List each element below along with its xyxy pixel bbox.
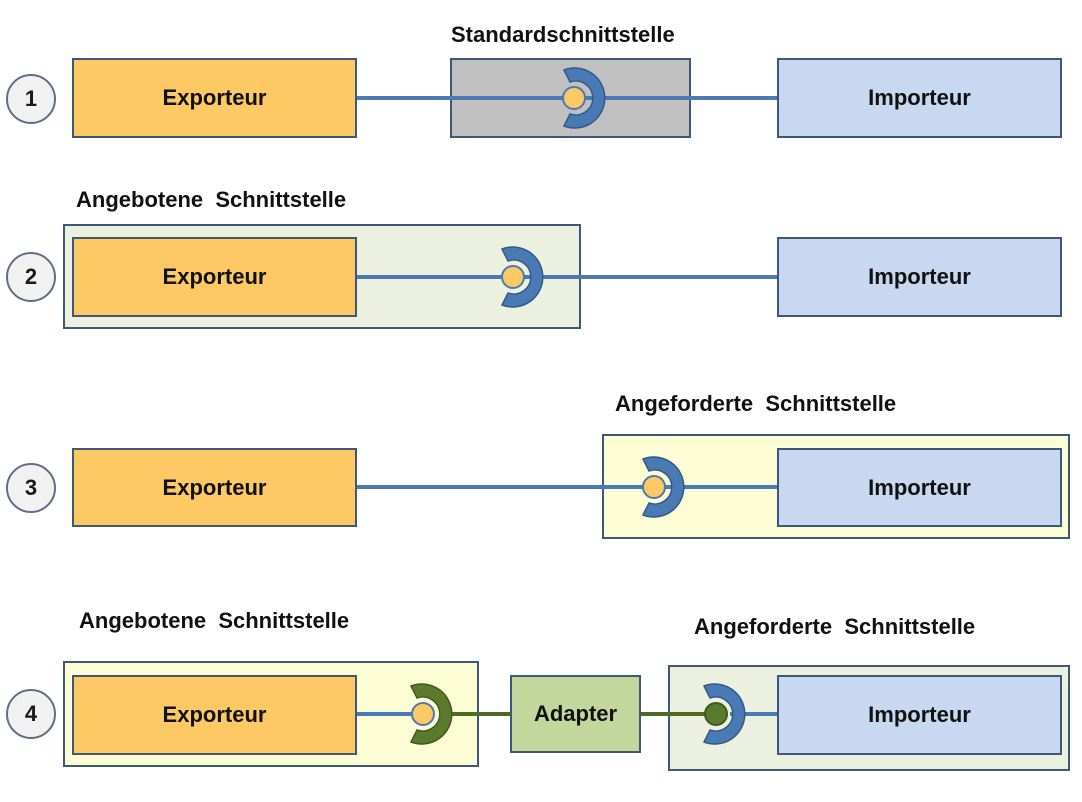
- ball-icon: [704, 702, 728, 726]
- required-interface-label-row3: Angeforderte Schnittstelle: [615, 391, 897, 416]
- row-number-3: 3: [6, 463, 56, 513]
- row-number-1: 1: [6, 74, 56, 124]
- offered-interface-label-row2: Angebotene Schnittstelle: [76, 187, 347, 212]
- importer-box-row4: Importeur: [777, 675, 1062, 755]
- exporter-box-row3: Exporteur: [72, 448, 357, 527]
- ball-icon: [562, 86, 586, 110]
- adapter-box: Adapter: [510, 675, 641, 753]
- required-interface-label-row4: Angeforderte Schnittstelle: [694, 614, 976, 639]
- row-number-4: 4: [6, 689, 56, 739]
- standard-interface-label: Standardschnittstelle: [451, 22, 675, 47]
- socket-icon: [562, 67, 606, 129]
- ball-icon: [411, 702, 435, 726]
- importer-box-row3: Importeur: [777, 448, 1062, 527]
- importer-box-row2: Importeur: [777, 237, 1062, 317]
- exporter-box-row1: Exporteur: [72, 58, 357, 138]
- row-number-2: 2: [6, 252, 56, 302]
- exporter-box-row2: Exporteur: [72, 237, 357, 317]
- socket-icon: [409, 683, 453, 745]
- importer-box-row1: Importeur: [777, 58, 1062, 138]
- socket-icon: [641, 456, 685, 518]
- ball-icon: [501, 265, 525, 289]
- offered-interface-label-row4: Angebotene Schnittstelle: [79, 608, 350, 633]
- socket-icon: [500, 246, 544, 308]
- socket-icon: [702, 683, 746, 745]
- ball-icon: [642, 475, 666, 499]
- exporter-box-row4: Exporteur: [72, 675, 357, 755]
